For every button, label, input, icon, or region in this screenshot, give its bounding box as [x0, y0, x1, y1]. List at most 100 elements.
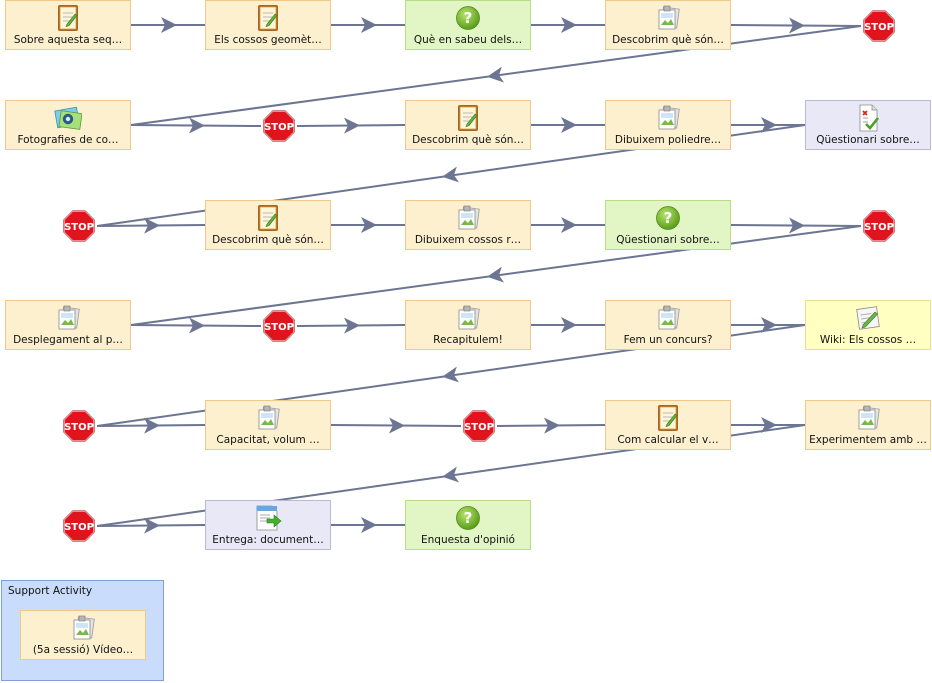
transition-arrowhead [361, 517, 377, 533]
image-document-icon [654, 4, 682, 32]
activity-node-descobrim-3[interactable]: Descobrim què són… [205, 200, 331, 250]
stop-gate-6[interactable]: STOP [61, 408, 97, 444]
stop-gate-7[interactable]: STOP [461, 408, 497, 444]
stop-gate-2[interactable]: STOP [261, 108, 297, 144]
support-activity-title: Support Activity [8, 585, 93, 597]
activity-label: Desplegament al p… [13, 334, 123, 346]
transition-arrowhead [143, 517, 160, 534]
svg-text:?: ? [464, 509, 473, 527]
transition-arrowhead [361, 17, 377, 33]
quiz-check-icon [854, 104, 882, 132]
activity-node-com-calcular[interactable]: Com calcular el v… [605, 400, 731, 450]
image-document-icon [69, 614, 97, 642]
transition-arrowhead [361, 217, 377, 233]
transition-arrowhead [487, 266, 505, 283]
activity-label: Fem un concurs? [623, 334, 713, 346]
activity-node-desplegament[interactable]: Desplegament al p… [5, 300, 131, 350]
transition-arrowhead [487, 66, 505, 83]
svg-text:STOP: STOP [264, 322, 294, 333]
transition-arrowhead [788, 17, 805, 34]
wiki-pencil-icon [854, 304, 882, 332]
activity-label: Com calcular el v… [617, 434, 719, 446]
activity-label: Dibuixem poliedre… [614, 134, 722, 146]
activity-node-questionari-2[interactable]: ? Qüestionari sobre… [605, 200, 731, 250]
transition-arrowhead [161, 17, 177, 33]
activity-label: Els cossos geomèt… [214, 34, 322, 46]
notebook-icon [454, 104, 482, 132]
image-document-icon [254, 404, 282, 432]
svg-text:STOP: STOP [864, 222, 894, 233]
transition-arrowhead [561, 317, 577, 333]
activity-node-experimentem[interactable]: Experimentem amb … [805, 400, 931, 450]
stop-gate-1[interactable]: STOP [861, 8, 897, 44]
activity-node-fem-un-concurs[interactable]: Fem un concurs? [605, 300, 731, 350]
question-icon: ? [454, 504, 482, 532]
transition-arrowhead [143, 217, 160, 234]
stop-sign-icon: STOP [61, 508, 97, 544]
activity-node-els-cossos-geometrics[interactable]: Els cossos geomèt… [205, 0, 331, 50]
transition-arrowhead [188, 317, 205, 334]
activity-label: Descobrim què són… [212, 234, 324, 246]
svg-text:?: ? [664, 209, 673, 227]
image-document-icon [54, 304, 82, 332]
transition-arrowhead [761, 117, 777, 133]
activity-node-sobre-aquesta-sequencia[interactable]: Sobre aquesta seq… [5, 0, 131, 50]
activity-node-enquesta[interactable]: ?Enquesta d'opinió [405, 500, 531, 550]
activity-label: Descobrim què són… [612, 34, 724, 46]
activity-label: Què en sabeu dels… [413, 34, 523, 46]
activity-label: Capacitat, volum … [216, 434, 320, 446]
notebook-icon [654, 404, 682, 432]
activity-node-fotografies[interactable]: Fotografies de co… [5, 100, 131, 150]
activity-label: Recapitulem! [433, 334, 503, 346]
question-icon: ? [454, 4, 482, 32]
transition-arrowhead [388, 417, 405, 434]
activity-label: Sobre aquesta seq… [13, 34, 123, 46]
image-document-icon [854, 404, 882, 432]
stop-gate-8[interactable]: STOP [61, 508, 97, 544]
activity-label: Qüestionari sobre… [616, 234, 720, 246]
stop-sign-icon: STOP [861, 8, 897, 44]
stop-gate-4[interactable]: STOP [861, 208, 897, 244]
activity-node-descobrim-1[interactable]: Descobrim què són… [605, 0, 731, 50]
activity-label: (5a sessió) Vídeo… [32, 644, 134, 656]
activity-label: Entrega: document… [212, 534, 324, 546]
activity-label: Experimentem amb … [809, 434, 927, 446]
image-document-icon [654, 304, 682, 332]
stop-sign-icon: STOP [461, 408, 497, 444]
activity-node-questionari-1[interactable]: Qüestionari sobre… [805, 100, 931, 150]
transition-arrowhead [543, 417, 560, 434]
transition-arrowhead [761, 417, 777, 433]
transition-arrowhead [442, 166, 460, 183]
stop-gate-3[interactable]: STOP [61, 208, 97, 244]
activity-node-wiki[interactable]: Wiki: Els cossos … [805, 300, 931, 350]
activity-node-descobrim-2[interactable]: Descobrim què són… [405, 100, 531, 150]
notebook-icon [254, 204, 282, 232]
activity-label: Descobrim què són… [412, 134, 524, 146]
stop-sign-icon: STOP [61, 208, 97, 244]
activity-node-entrega[interactable]: Entrega: document… [205, 500, 331, 550]
transition-arrowhead [343, 117, 360, 134]
support-activity-node[interactable]: (5a sessió) Vídeo… [20, 610, 146, 660]
photo-icon [54, 104, 83, 132]
image-document-icon [454, 204, 482, 232]
svg-text:STOP: STOP [64, 422, 94, 433]
activity-node-que-en-sabeu[interactable]: ? Què en sabeu dels… [405, 0, 531, 50]
stop-sign-icon: STOP [861, 208, 897, 244]
notebook-icon [54, 4, 82, 32]
svg-text:STOP: STOP [64, 222, 94, 233]
activity-node-recapitulem[interactable]: Recapitulem! [405, 300, 531, 350]
stop-sign-icon: STOP [61, 408, 97, 444]
activity-label: Fotografies de co… [17, 134, 119, 146]
activity-label: Wiki: Els cossos … [819, 334, 917, 346]
activity-node-capacitat-volum[interactable]: Capacitat, volum … [205, 400, 331, 450]
activity-node-dibuixem-poliedres[interactable]: Dibuixem poliedre… [605, 100, 731, 150]
activity-node-dibuixem-cossos[interactable]: Dibuixem cossos r… [405, 200, 531, 250]
stop-sign-icon: STOP [261, 108, 297, 144]
transition-arrowhead [343, 317, 360, 334]
image-document-icon [654, 104, 682, 132]
submit-file-icon [254, 504, 282, 532]
transition-arrowhead [561, 117, 577, 133]
support-activity-panel: Support Activity (5a sessió) Vídeo… [1, 580, 164, 681]
stop-sign-icon: STOP [261, 308, 297, 344]
stop-gate-5[interactable]: STOP [261, 308, 297, 344]
